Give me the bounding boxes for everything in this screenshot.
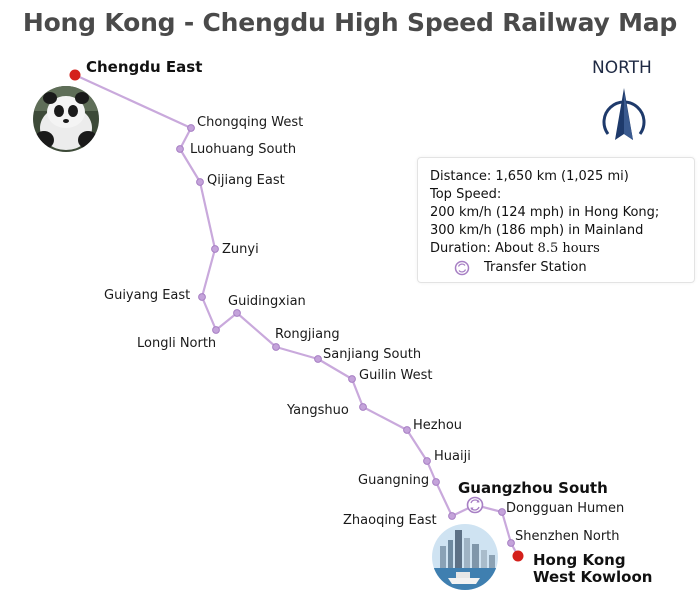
station-label-zhaoqing-east: Zhaoqing East <box>343 513 437 528</box>
station-dot-qijiang-east <box>196 178 204 186</box>
info-distance: Distance: 1,650 km (1,025 mi) <box>430 169 629 184</box>
station-dot-chongqing-west <box>187 124 195 132</box>
station-label-zunyi: Zunyi <box>222 242 259 257</box>
station-dot-guilin-west <box>348 375 356 383</box>
north-label: NORTH <box>592 58 652 78</box>
terminus-marker-hong-kong-west-kowloon <box>512 550 524 562</box>
map-title: Hong Kong - Chengdu High Speed Railway M… <box>22 8 678 37</box>
station-dot-guangning <box>432 478 440 486</box>
station-dot-dongguan-humen <box>498 508 506 516</box>
station-label-chongqing-west: Chongqing West <box>197 115 304 130</box>
station-label-guilin-west: Guilin West <box>359 368 433 383</box>
station-dot-hezhou <box>403 426 411 434</box>
info-speed-mainland: 300 km/h (186 mph) in Mainland <box>430 223 644 238</box>
terminus-marker-chengdu-east <box>69 69 81 81</box>
station-label-guangzhou-south: Guangzhou South <box>458 479 608 497</box>
info-speed-hong-kong: 200 km/h (124 mph) in Hong Kong; <box>430 205 660 220</box>
station-dot-yangshuo <box>359 403 367 411</box>
legend-transfer-label: Transfer Station <box>484 260 587 275</box>
station-dot-guiyang-east <box>198 293 206 301</box>
station-dot-zunyi <box>211 245 219 253</box>
station-label-guiyang-east: Guiyang East <box>104 288 191 303</box>
station-label-hezhou: Hezhou <box>413 418 463 433</box>
railway-route-line <box>74 73 519 557</box>
station-dot-rongjiang <box>272 343 280 351</box>
station-label-dongguan-humen: Dongguan Humen <box>506 501 625 516</box>
station-dot-zhaoqing-east <box>448 512 456 520</box>
info-duration: Duration: About 8.5 hours <box>430 240 600 257</box>
hong-kong-skyline-photo <box>432 524 498 590</box>
station-label-rongjiang: Rongjiang <box>275 327 340 342</box>
station-dot-longli-north <box>212 326 220 334</box>
station-dot-sanjiang-south <box>314 355 322 363</box>
info-top-speed: Top Speed: <box>430 187 502 202</box>
station-label-longli-north: Longli North <box>137 336 217 351</box>
station-label-guangning: Guangning <box>358 473 430 488</box>
station-dot-shenzhen-north <box>507 539 515 547</box>
station-dot-huaiji <box>423 457 431 465</box>
station-label-yangshuo: Yangshuo <box>287 403 349 418</box>
station-label-guidingxian: Guidingxian <box>228 294 306 309</box>
info-duration-value: 8.5 hours <box>537 241 600 256</box>
station-label-west-kowloon: West Kowloon <box>533 568 653 586</box>
legend-transfer-icon <box>454 260 470 276</box>
station-label-luohuang-south: Luohuang South <box>190 142 297 157</box>
transfer-station-icon <box>466 496 484 514</box>
station-label-huaiji: Huaiji <box>434 449 471 464</box>
info-box: Distance: 1,650 km (1,025 mi) Top Speed:… <box>417 157 695 283</box>
station-label-chengdu-east: Chengdu East <box>86 58 203 76</box>
info-duration-prefix: Duration: About <box>430 241 538 256</box>
station-label-shenzhen-north: Shenzhen North <box>515 529 620 544</box>
station-dot-luohuang-south <box>176 145 184 153</box>
station-markers <box>176 124 515 547</box>
station-label-sanjiang-south: Sanjiang South <box>323 347 422 362</box>
station-dot-guidingxian <box>233 309 241 317</box>
station-label-qijiang-east: Qijiang East <box>207 173 285 188</box>
north-arrow-icon <box>602 88 646 140</box>
station-label-hong-kong: Hong Kong <box>533 551 626 569</box>
panda-photo <box>33 86 99 152</box>
